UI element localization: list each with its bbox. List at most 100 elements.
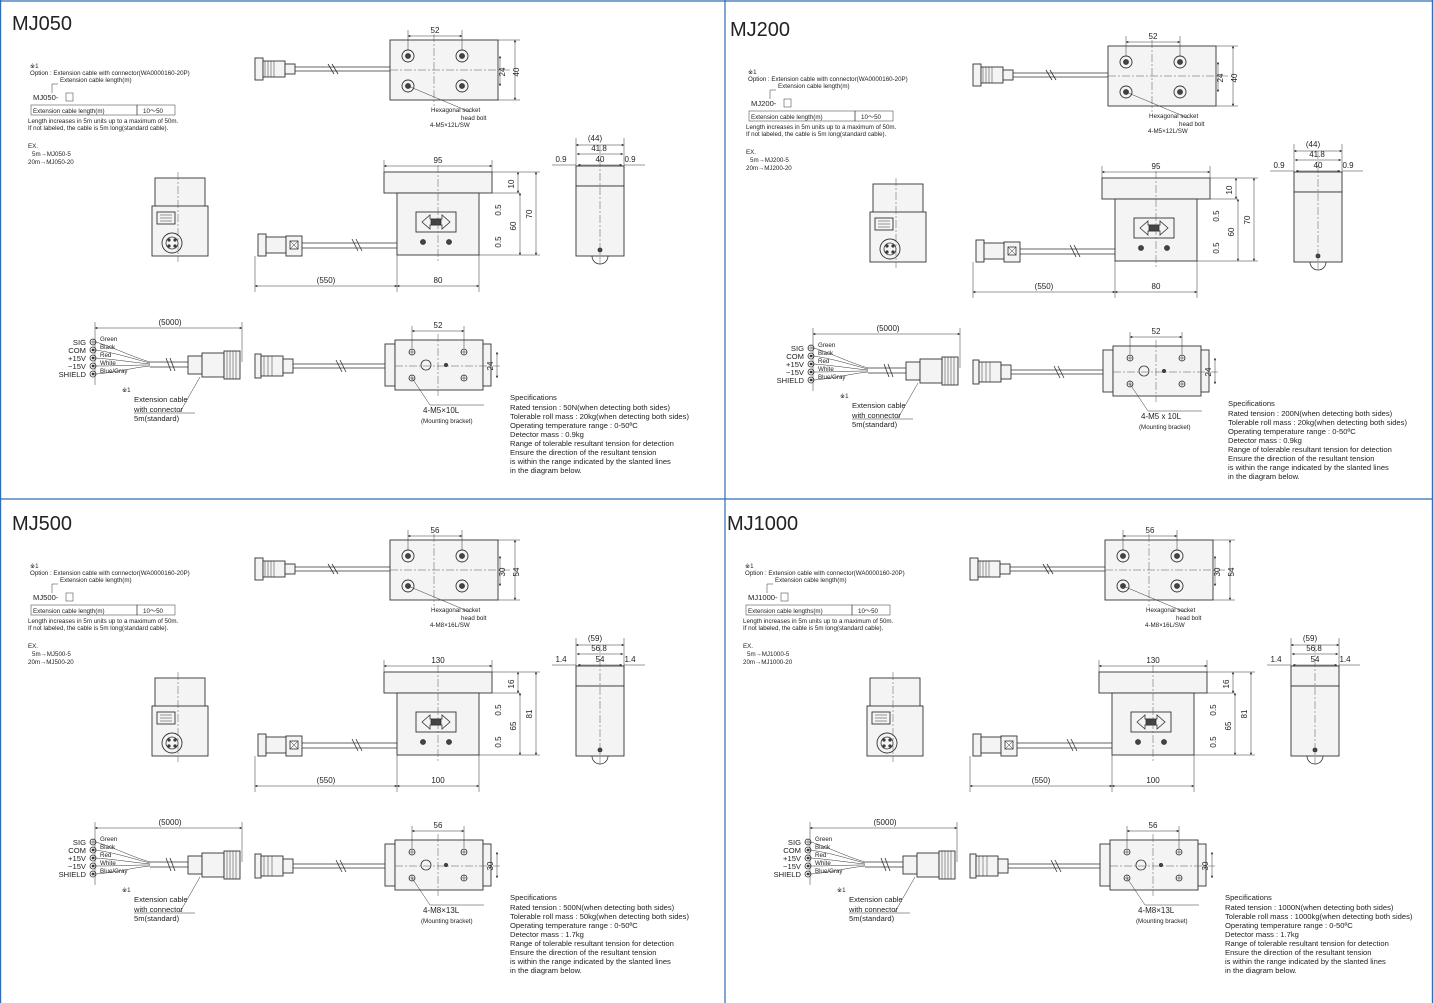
bolt-label-2: head bolt bbox=[1176, 615, 1202, 622]
dim-side-right: 0.9 bbox=[1342, 161, 1354, 170]
spec-rated-tension: Rated tension : 500N(when detecting both… bbox=[510, 903, 675, 912]
pin-minus-15v: −15V bbox=[68, 862, 87, 871]
cable-length-label: Extension cable length(m) bbox=[775, 577, 847, 584]
pin-plus-15v: +15V bbox=[68, 854, 87, 863]
length-table-label: Extension cable length(m) bbox=[33, 608, 105, 615]
dim-side-mid: 56.8 bbox=[1306, 644, 1322, 653]
example-heading: EX. bbox=[28, 143, 38, 150]
extension-cable-label-3: 5m(standard) bbox=[134, 914, 180, 923]
dim-front-total-height: 70 bbox=[1243, 215, 1252, 224]
mounting-bolt-spec: 4-M5 x 10L bbox=[1141, 412, 1182, 421]
length-table-value-box bbox=[136, 604, 176, 616]
dim-front-gap-top: 0.5 bbox=[1209, 704, 1218, 716]
cable-length-label: Extension cable length(m) bbox=[60, 77, 132, 84]
dim-top-width: 56 bbox=[1146, 526, 1155, 535]
option-mark: ※1 bbox=[30, 63, 39, 70]
dim-front-bottom-width: 80 bbox=[434, 276, 443, 285]
pin-sig: SIG bbox=[791, 344, 804, 353]
dim-side-inner: 40 bbox=[596, 155, 605, 164]
example-20m: 20m→MJ050-20 bbox=[28, 159, 74, 166]
dim-extension-cable-length: (5000) bbox=[876, 324, 899, 333]
dim-front-body-height: 60 bbox=[1227, 227, 1236, 236]
dim-bottom-height: 30 bbox=[486, 861, 495, 870]
spec-slanted-lines: is within the range indicated by the sla… bbox=[510, 957, 671, 966]
dim-side-mid: 41.8 bbox=[591, 144, 607, 153]
dim-front-gap-bottom: 0.5 bbox=[494, 236, 503, 248]
panel-title: MJ200 bbox=[730, 19, 790, 41]
pin-shield: SHIELD bbox=[59, 370, 87, 379]
dim-bottom-width: 52 bbox=[434, 321, 443, 330]
pin-com: COM bbox=[783, 846, 801, 855]
example-heading: EX. bbox=[28, 643, 38, 650]
dim-top-height-inner: 24 bbox=[498, 67, 507, 76]
model-code-box bbox=[780, 592, 789, 602]
example-20m: 20m→MJ1000-20 bbox=[743, 659, 793, 666]
length-leader bbox=[769, 89, 776, 99]
spec-rated-tension: Rated tension : 200N(when detecting both… bbox=[1228, 409, 1393, 418]
option-line: Option : Extension cable with connector(… bbox=[30, 570, 190, 577]
spec-tension-range: Range of tolerable resultant tension for… bbox=[1225, 939, 1389, 948]
mounting-bracket-label: (Mounting bracket) bbox=[1136, 918, 1188, 925]
dim-side-left: 0.9 bbox=[555, 155, 567, 164]
dim-cable-length: (550) bbox=[317, 276, 336, 285]
dim-top-height-inner: 30 bbox=[1213, 567, 1222, 576]
dimension-drawing bbox=[90, 30, 645, 412]
extension-cable-label-3: 5m(standard) bbox=[852, 420, 898, 429]
mounting-bracket-label: (Mounting bracket) bbox=[421, 918, 473, 925]
length-table-value-box bbox=[854, 110, 894, 122]
extension-cable-label-1: Extension cable bbox=[849, 895, 903, 904]
dim-side-overall: (44) bbox=[1306, 140, 1321, 149]
dim-front-gap-top: 0.5 bbox=[494, 204, 503, 216]
dim-side-left: 1.4 bbox=[555, 655, 567, 664]
wire-red: Red bbox=[100, 852, 112, 859]
pin-sig: SIG bbox=[788, 838, 801, 847]
pin-com: COM bbox=[68, 346, 86, 355]
mounting-bolt-spec: 4-M8×13L bbox=[423, 906, 460, 915]
option-line: Option : Extension cable with connector(… bbox=[745, 570, 905, 577]
bolt-spec: 4-M8×16L/SW bbox=[430, 622, 470, 629]
dimension-drawing bbox=[808, 36, 1363, 418]
spec-direction: Ensure the direction of the resultant te… bbox=[1228, 454, 1374, 463]
note-increment: Length increases in 5m units up to a max… bbox=[28, 618, 179, 625]
bolt-label-1: Hexagonal socket bbox=[431, 107, 480, 114]
pin-sig: SIG bbox=[73, 338, 86, 347]
extension-cable-label-1: Extension cable bbox=[134, 395, 188, 404]
spec-direction: Ensure the direction of the resultant te… bbox=[1225, 948, 1371, 957]
bolt-spec: 4-M8×16L/SW bbox=[1145, 622, 1185, 629]
model-code: MJ1000- bbox=[748, 593, 778, 602]
dim-front-top-width: 95 bbox=[434, 156, 443, 165]
dim-top-height-outer: 54 bbox=[512, 567, 521, 576]
extension-cable-label-2: with connector bbox=[133, 905, 183, 914]
spec-diagram-ref: in the diagram below. bbox=[1225, 966, 1297, 975]
extension-cable-label-1: Extension cable bbox=[134, 895, 188, 904]
wire-white: White bbox=[100, 360, 116, 367]
spec-roll-mass: Tolerable roll mass : 20kg(when detectin… bbox=[1228, 418, 1407, 427]
panel-title: MJ050 bbox=[12, 13, 72, 35]
wire-blue-gray: Blue/Gray bbox=[100, 368, 128, 375]
bolt-label-2: head bolt bbox=[461, 115, 487, 122]
pin-shield: SHIELD bbox=[777, 376, 805, 385]
example-5m: 5m→MJ500-5 bbox=[32, 651, 71, 658]
dim-front-gap-bottom: 0.5 bbox=[494, 736, 503, 748]
extension-mark: ※1 bbox=[122, 387, 131, 394]
extension-mark: ※1 bbox=[837, 887, 846, 894]
example-heading: EX. bbox=[746, 149, 756, 156]
dim-top-width: 52 bbox=[1149, 32, 1158, 41]
length-table-value: 10～50 bbox=[143, 608, 164, 615]
dim-top-height-inner: 30 bbox=[498, 567, 507, 576]
dim-side-overall: (59) bbox=[588, 634, 603, 643]
bolt-spec: 4-M5×12L/SW bbox=[1148, 128, 1188, 135]
note-increment: Length increases in 5m units up to a max… bbox=[743, 618, 894, 625]
pin-minus-15v: −15V bbox=[68, 362, 87, 371]
dim-bottom-height: 24 bbox=[486, 361, 495, 370]
option-mark: ※1 bbox=[30, 563, 39, 570]
wire-black: Black bbox=[100, 344, 116, 351]
length-table-value-box bbox=[136, 104, 176, 116]
dim-side-inner: 54 bbox=[1311, 655, 1320, 664]
dim-bottom-width: 56 bbox=[1149, 821, 1158, 830]
length-leader bbox=[766, 583, 773, 593]
dim-front-total-height: 70 bbox=[525, 209, 534, 218]
dim-front-total-height: 81 bbox=[525, 709, 534, 718]
